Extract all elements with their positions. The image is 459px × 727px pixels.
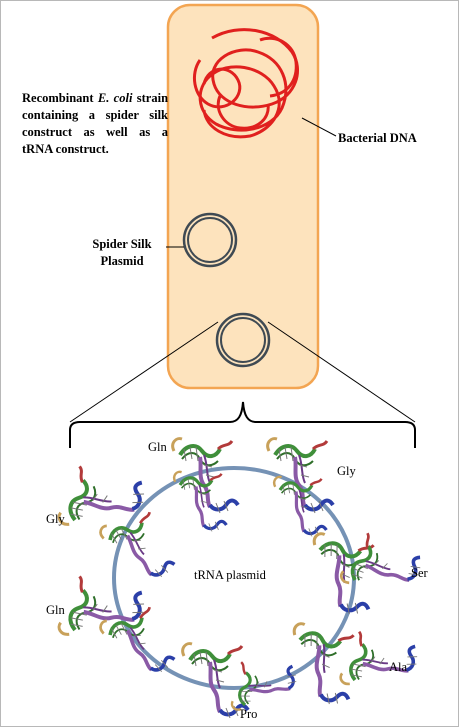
trna-label-gly-left: Gly: [46, 512, 65, 526]
description-prefix: Recombinant: [22, 91, 98, 105]
spider-silk-label: Spider Silk Plasmid: [80, 236, 164, 270]
trna-plasmid-label: tRNA plasmid: [194, 568, 266, 582]
trna-molecule-gly-left-b: [96, 506, 179, 594]
description-rest: strain containing a spider silk construc…: [22, 91, 169, 156]
zoom-line-right: [267, 321, 416, 423]
trna-plasmid-small-outer: [215, 312, 271, 368]
trna-label-ala: Ala: [389, 660, 408, 674]
dna-leader-line: [301, 117, 337, 137]
bacterial-dna-label: Bacterial DNA: [338, 131, 417, 145]
spider-silk-plasmid-inner: [187, 217, 233, 263]
zoom-line-left: [69, 321, 219, 423]
description-italic-ecoli: E. coli: [97, 91, 133, 105]
spider-silk-plasmid-outer: [182, 212, 238, 268]
spider-silk-label-line1: Spider Silk: [92, 237, 152, 251]
zoom-bracket: [69, 401, 416, 448]
spider-silk-label-line2: Plasmid: [100, 254, 144, 268]
trna-label-gln-left: Gln: [46, 603, 65, 617]
trna-label-gly-top: Gly: [337, 464, 356, 478]
trna-molecule-gly-left: [55, 457, 152, 549]
bacterial-dna: [192, 28, 299, 139]
trna-label-gln-top: Gln: [148, 440, 167, 454]
construct-description: Recombinant E. coli strain containing a …: [22, 90, 168, 158]
trna-label-ser: Ser: [411, 566, 428, 580]
trna-plasmid-small-inner: [220, 317, 266, 363]
trna-label-pro: Pro: [240, 707, 258, 721]
trna-molecule-ala: [280, 620, 362, 710]
